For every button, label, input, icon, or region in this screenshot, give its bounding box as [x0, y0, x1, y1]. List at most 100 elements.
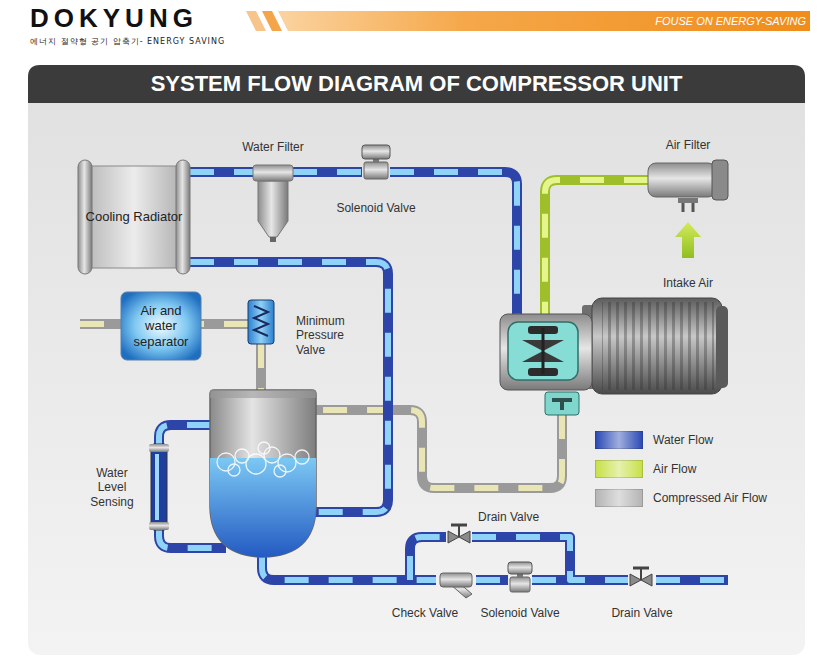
node-label: Minimum Pressure Valve [296, 314, 366, 357]
drain-icon [458, 526, 460, 537]
compressor-head [508, 322, 578, 380]
compressor-motor [592, 298, 722, 394]
legend-row: Water Flow [595, 425, 767, 454]
diagram-title: SYSTEM FLOW DIAGRAM OF COMPRESSOR UNIT [28, 65, 805, 103]
compressor-head [500, 314, 592, 415]
node-label: Air Filter [638, 138, 738, 152]
legend-text: Air Flow [653, 462, 696, 476]
node-label: Water Level Sensing [82, 466, 142, 509]
slogan-text: FOUSE ON ENERGY-SAVING [540, 15, 806, 28]
drain-icon [448, 525, 470, 543]
water-pipe [159, 172, 728, 580]
air-inlet [675, 222, 701, 258]
pressure-valve: Minimum Pressure Valve [248, 300, 274, 344]
solenoid-valve-shape [362, 145, 390, 179]
header-bar [246, 11, 810, 31]
filter-icon [258, 181, 288, 237]
water-pipe [293, 167, 362, 177]
receiver-tank [217, 453, 235, 471]
drain-icon [633, 567, 649, 570]
solenoid-valve-shape [508, 562, 532, 592]
receiver-tank [205, 442, 321, 562]
air-filter: Air Filter [648, 160, 728, 200]
compressed-air-pipe [256, 344, 266, 392]
legend-text: Compressed Air Flow [653, 491, 767, 505]
air-inlet [682, 203, 685, 212]
level-icon [155, 454, 159, 520]
legend: Water FlowAir FlowCompressed Air Flow [595, 425, 767, 512]
node-label: Water Filter [223, 140, 323, 154]
water-pipe [190, 172, 253, 173]
compressor-head [500, 314, 592, 390]
level-sensor: Water Level Sensing [148, 444, 170, 530]
header-bar [278, 11, 810, 31]
solenoid-valve: Solenoid Valve [362, 145, 390, 179]
receiver-tank [205, 458, 321, 562]
compressor-head [542, 328, 545, 374]
water-pipe [293, 172, 362, 173]
compressed-air-pipe [201, 324, 248, 325]
water-pipe [476, 575, 508, 585]
solenoid-icon [510, 577, 530, 592]
legend-row: Compressed Air Flow [595, 483, 767, 512]
receiver-tank [246, 454, 266, 474]
separator-icon [121, 292, 201, 360]
mpv-icon [254, 306, 268, 336]
filter-icon [270, 237, 276, 242]
solenoid-icon [362, 145, 390, 179]
header-bar [262, 11, 282, 31]
check-valve-shape [436, 570, 476, 600]
pressure-valve-shape [248, 300, 274, 344]
receiver-tank [228, 464, 240, 476]
node-label: Solenoid Valve [322, 201, 430, 215]
receiver-tank [295, 450, 309, 464]
water-pipe [293, 169, 362, 175]
solenoid-icon [508, 562, 532, 592]
compressed-air-pipe [201, 319, 248, 329]
water-pipe [190, 167, 253, 177]
legend-text: Water Flow [653, 433, 713, 447]
level-icon [151, 444, 167, 530]
title-band [28, 65, 805, 103]
compressed-air-pipe [258, 344, 264, 392]
water-pipe [472, 537, 628, 580]
brand-subtitle: 에너지 절약형 공기 압축기- ENERGY SAVING [30, 37, 245, 47]
water-pipe [390, 172, 517, 318]
receiver-tank [278, 454, 296, 472]
compressed-air-pipe [201, 321, 248, 327]
drain-icon [451, 524, 467, 527]
water-pipe [476, 580, 508, 581]
node-label: Air and water separator [127, 303, 195, 350]
level-sensor-shape [148, 444, 170, 530]
air-filter-shape [648, 160, 728, 200]
brand-logo: DOKYUNG [30, 3, 240, 34]
header-bar [246, 11, 266, 31]
water-pipe [190, 169, 253, 175]
drain-icon [640, 569, 642, 580]
receiver-tank [274, 465, 286, 477]
water-pipe [472, 537, 628, 580]
check-icon [440, 573, 472, 587]
water-pipe [159, 425, 211, 446]
level-icon [149, 444, 169, 452]
water-pipe [656, 577, 728, 583]
node-label: Check Valve [380, 606, 470, 620]
filter-icon [253, 165, 293, 181]
drain-valve: Drain Valve [628, 565, 656, 593]
air-pipe [545, 180, 648, 318]
check-valve: Check Valve [436, 570, 476, 600]
legend-swatch [595, 460, 643, 478]
air-pipe [545, 180, 648, 318]
solenoid-icon [508, 562, 532, 574]
compressed-air-pipe [80, 321, 121, 327]
part-label: Intake Air [640, 276, 736, 290]
cooling-radiator: Cooling Radiator [78, 160, 190, 274]
receiver-tank [217, 442, 309, 477]
compressor-head [545, 392, 579, 415]
node-label: Cooling Radiator [86, 209, 183, 225]
node-label: Solenoid Valve [466, 606, 574, 620]
receiver-tank [205, 390, 321, 562]
water-filter-shape [253, 163, 293, 243]
air-inlet [692, 203, 695, 212]
compressed-air-pipe [80, 319, 121, 329]
